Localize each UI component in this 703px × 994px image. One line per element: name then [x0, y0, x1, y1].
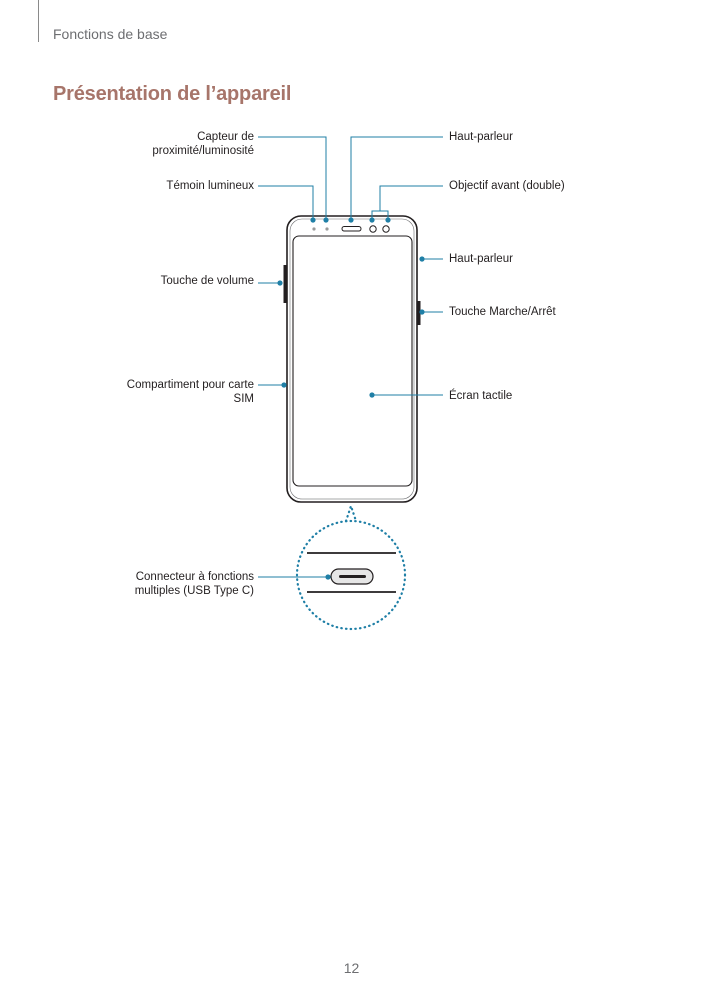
proximity-sensor: [312, 227, 316, 231]
screen: [292, 235, 413, 487]
label-volume-key: Touche de volume: [160, 275, 254, 287]
margin-rule: [38, 0, 39, 42]
label-touchscreen: Écran tactile: [449, 390, 513, 402]
label-proximity-sensor: Capteur de proximité/luminosité: [152, 131, 254, 157]
front-camera-left: [369, 225, 377, 233]
power-key: [417, 301, 421, 325]
page-title: Présentation de l’appareil: [53, 83, 292, 105]
label-speaker-side: Haut-parleur: [449, 253, 513, 265]
label-speaker-top: Haut-parleur: [449, 131, 513, 143]
label-led-indicator: Témoin lumineux: [166, 180, 254, 192]
front-camera-right: [382, 225, 390, 233]
label-usb-connector: Connecteur à fonctions multiples (USB Ty…: [134, 571, 254, 597]
volume-key: [283, 265, 287, 303]
section-header: Fonctions de base: [53, 26, 168, 42]
callout-lines: [258, 136, 443, 578]
label-power-key: Touche Marche/Arrêt: [449, 306, 556, 318]
usb-port-magnifier: [295, 502, 407, 631]
page-number: 12: [343, 960, 360, 976]
callout-dots: [277, 217, 425, 580]
label-sim-tray: Compartiment pour carte SIM: [126, 379, 254, 405]
earpiece-speaker: [341, 226, 362, 232]
led-indicator: [325, 227, 329, 231]
label-front-camera: Objectif avant (double): [449, 180, 565, 192]
